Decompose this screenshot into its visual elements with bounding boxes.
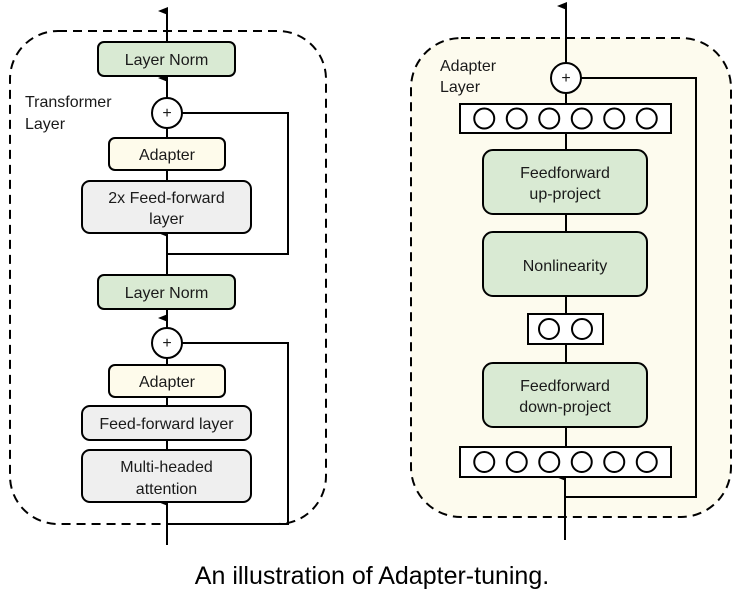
figure-caption: An illustration of Adapter-tuning.	[195, 562, 549, 590]
neuron	[473, 451, 496, 473]
ffn-2x-label-line1: 2x Feed-forward	[108, 190, 225, 207]
plus-icon: +	[162, 335, 171, 352]
mha-label-line2: attention	[136, 481, 197, 498]
bottom-adapter-block: Adapter	[108, 364, 226, 398]
top-layer-norm-label: Layer Norm	[125, 52, 209, 69]
neuron	[635, 451, 658, 473]
neuron	[505, 451, 528, 473]
adapter-add-node: +	[550, 62, 582, 94]
top-adapter-label: Adapter	[139, 147, 196, 164]
mid-layer-norm-label: Layer Norm	[125, 285, 209, 302]
plus-icon: +	[561, 70, 570, 87]
neuron	[473, 107, 496, 130]
neuron	[570, 451, 593, 473]
adapter-layer-title-line1: Adapter	[440, 58, 497, 75]
down-project-block: Feedforward down-project	[482, 362, 648, 428]
neuron	[570, 107, 593, 130]
plus-icon: +	[162, 105, 171, 122]
bottleneck-neuron-layer	[527, 313, 604, 345]
bottom-neuron-layer	[459, 446, 672, 478]
multi-head-attention-block: Multi-headed attention	[81, 449, 252, 503]
nonlinearity-label: Nonlinearity	[523, 258, 607, 275]
neuron	[635, 107, 658, 130]
transformer-layer-panel: Transformer Layer Layer Norm + Adapter	[9, 7, 327, 545]
residual-connection-top	[167, 112, 289, 255]
residual-connection-bottom	[167, 342, 289, 525]
neuron	[505, 107, 528, 130]
neuron	[603, 451, 626, 473]
ffn-block: Feed-forward layer	[81, 405, 252, 441]
ffn-label: Feed-forward layer	[99, 416, 234, 433]
nonlinearity-block: Nonlinearity	[482, 231, 648, 297]
adapter-layer-title-line2: Layer	[440, 79, 481, 96]
top-neuron-layer	[459, 103, 672, 134]
transformer-layer-title-line1: Transformer	[25, 94, 112, 111]
neuron	[538, 107, 561, 130]
ffn-2x-label-line2: layer	[149, 211, 184, 228]
bottom-adapter-label: Adapter	[139, 374, 196, 391]
neuron	[603, 107, 626, 130]
neuron	[538, 318, 560, 340]
down-project-label-line1: Feedforward	[520, 378, 610, 395]
adapter-layer-panel: Adapter Layer + Feedforward up-project N…	[410, 2, 732, 540]
up-project-label-line1: Feedforward	[520, 165, 610, 182]
adapter-skip-connection	[565, 77, 697, 498]
neuron	[538, 451, 561, 473]
transformer-layer-title-line2: Layer	[25, 116, 66, 133]
bottom-add-node: +	[151, 327, 183, 359]
top-layer-norm-block: Layer Norm	[97, 41, 236, 77]
mha-label-line1: Multi-headed	[120, 459, 213, 476]
ffn-2x-block: 2x Feed-forward layer	[81, 180, 252, 234]
neuron	[571, 318, 593, 340]
up-project-label-line2: up-project	[529, 186, 601, 203]
top-add-node: +	[151, 97, 183, 129]
down-project-label-line2: down-project	[519, 399, 611, 416]
top-adapter-block: Adapter	[108, 137, 226, 171]
up-project-block: Feedforward up-project	[482, 149, 648, 215]
mid-layer-norm-block: Layer Norm	[97, 274, 236, 310]
